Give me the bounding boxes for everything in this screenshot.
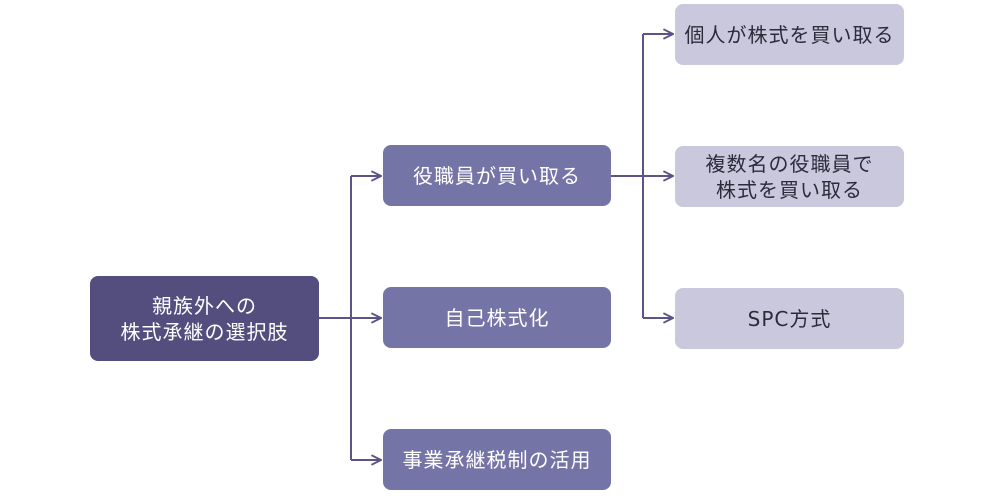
- root-label-line1: 親族外への: [152, 293, 257, 318]
- sub-option-label-line1: SPC方式: [747, 306, 832, 331]
- option-label: 事業承継税制の活用: [402, 447, 592, 472]
- sub-option-node-individual: 個人が株式を買い取る: [675, 4, 904, 65]
- sub-option-node-spc: SPC方式: [675, 288, 904, 349]
- option-label: 自己株式化: [444, 305, 550, 330]
- sub-option-label-line1: 複数名の役職員で: [705, 151, 874, 176]
- sub-option-node-multiple: 複数名の役職員で 株式を買い取る: [675, 146, 904, 207]
- option-label: 役職員が買い取る: [413, 163, 581, 188]
- option-node-treasury-stock: 自己株式化: [383, 287, 611, 348]
- sub-option-label-line2: 株式を買い取る: [716, 177, 863, 202]
- root-node: 親族外への 株式承継の選択肢: [90, 276, 319, 361]
- root-label-line2: 株式承継の選択肢: [120, 319, 289, 344]
- option-node-employee-buyout: 役職員が買い取る: [383, 145, 611, 206]
- option-node-succession-tax: 事業承継税制の活用: [383, 429, 611, 490]
- sub-option-label-line1: 個人が株式を買い取る: [684, 22, 895, 47]
